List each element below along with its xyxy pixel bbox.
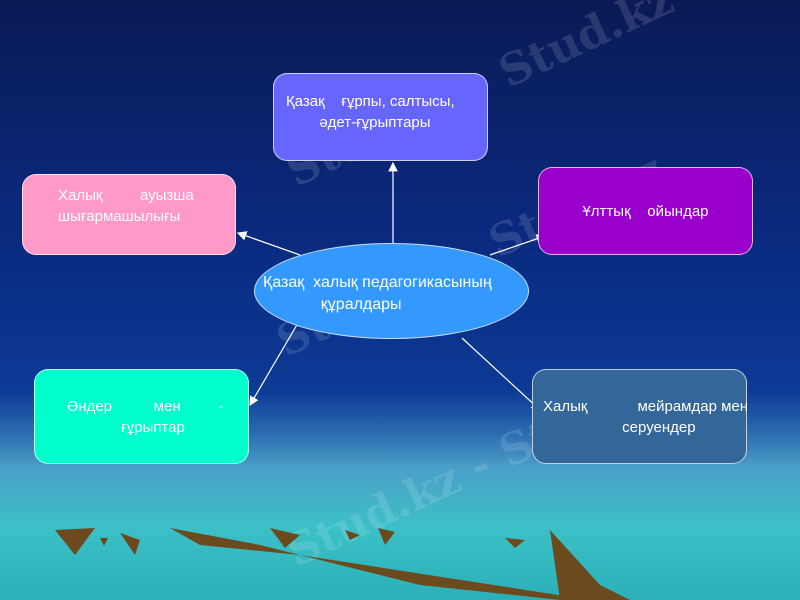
central-ellipse: Қазақ халық педагогикасының құралдары xyxy=(254,243,529,339)
node-text: әдет-ғұрыптары xyxy=(286,114,431,131)
node-text: Халық ауызша xyxy=(58,186,194,204)
center-text: құралдары xyxy=(263,296,402,313)
node-oral-folklore: Халық ауызша шығармашылығы xyxy=(22,174,236,255)
node-text: ғұрыптар xyxy=(67,418,185,436)
mountain-shapes xyxy=(55,528,630,600)
node-text: Әндер мен - xyxy=(67,397,224,415)
node-text: Халық мейрамдар мен xyxy=(543,397,749,415)
node-text: шығармашылығы xyxy=(58,207,181,225)
node-text: Ұлттық ойындар xyxy=(582,202,709,220)
node-customs: Қазақ ғұрпы, салтысы, әдет-ғұрыптары xyxy=(273,73,488,161)
connector-arrows xyxy=(236,161,547,411)
node-text: Қазақ ғұрпы, салтысы, xyxy=(286,93,455,110)
node-text: серуендер xyxy=(543,418,696,436)
node-songs-rituals: Әндер мен - ғұрыптар xyxy=(34,369,249,464)
node-national-games: Ұлттық ойындар xyxy=(538,167,753,255)
center-text: Қазақ халық педагогикасының xyxy=(263,274,492,291)
node-folk-holidays: Халық мейрамдар мен серуендер xyxy=(532,369,749,464)
